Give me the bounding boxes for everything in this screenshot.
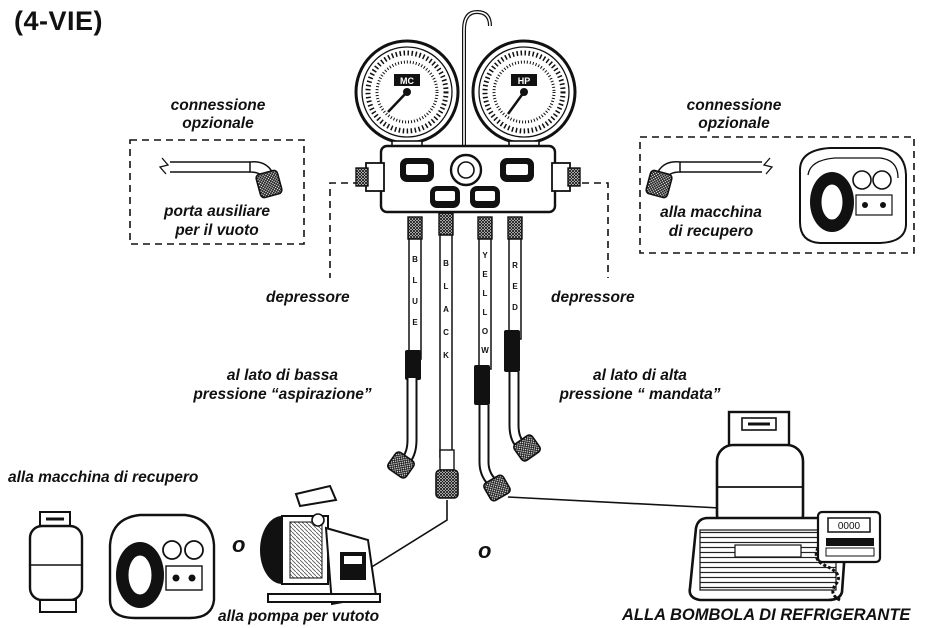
hose-letter-yellow: L [483,289,488,298]
hose-letter-black: L [444,282,449,291]
hose-letter-black: C [443,328,449,337]
refrigerant-scale-icon: 0000 [690,512,880,600]
hose-letter-blue: L [413,276,418,285]
low-pressure-side-label: al lato di bassa pressione “aspirazione” [170,366,395,404]
hose-letter-blue: B [412,255,418,264]
hose-letter-yellow: O [482,327,488,336]
red-hose [504,239,542,463]
scale-display-text: 0000 [838,521,861,532]
small-cylinder-icon [30,512,82,612]
vacuum-pump-label: alla pompa per vutoto [218,607,379,626]
hose-letter-yellow: L [483,308,488,317]
recovery-hose-icon [645,158,772,198]
vacuum-pump-icon [260,486,380,604]
depressor-left-label: depressore [266,288,350,307]
hose-letter-blue: U [412,297,418,306]
optional-connection-left-label: connessione opzionale [148,97,288,133]
high-gauge-face-text: HP [518,76,531,86]
depressor-right-label: depressore [551,288,635,307]
hose-letter-yellow: E [482,270,488,279]
hose-letter-red: R [512,261,518,270]
hose-letter-yellow: Y [482,251,488,260]
hose-color-labels: B L U E B L A C K Y E L L O W R E D [412,251,518,360]
recovery-machine-small-icon [800,148,906,243]
recovery-machine-left-label: alla macchina di recupero [8,468,198,487]
recovery-machine-icon [110,515,214,618]
or-left-label: o [232,532,245,558]
pump-connection-line [370,500,447,568]
aux-hose-icon [160,158,283,198]
manifold-body [356,146,580,212]
optional-connection-right-label: connessione opzionale [664,97,804,133]
cylinder-connection-line [508,497,720,508]
hose-letter-yellow: W [481,346,489,355]
hose-letter-black: A [443,305,449,314]
hose-letter-black: K [443,351,449,360]
left-optional-connector [330,183,360,278]
hose-letter-red: E [512,282,518,291]
hose-letter-red: D [512,303,518,312]
high-pressure-side-label: al lato di alta pressione “ mandata” [535,366,745,404]
right-optional-connector [570,183,608,278]
refrigerant-cylinder-label: ALLA BOMBOLA DI REFRIGERANTE [622,606,910,625]
aux-vacuum-port-label: porta ausiliare per il vuoto [142,202,292,240]
low-gauge-face-text: MC [400,76,414,86]
or-right-label: o [478,538,491,564]
black-hose [436,235,458,498]
hose-letter-black: B [443,259,449,268]
low-pressure-gauge: MC [356,41,458,155]
hose-letter-blue: E [412,318,418,327]
hose-fittings [408,213,522,239]
recovery-machine-right-label: alla macchina di recupero [636,203,786,241]
high-pressure-gauge: HP [473,41,575,155]
